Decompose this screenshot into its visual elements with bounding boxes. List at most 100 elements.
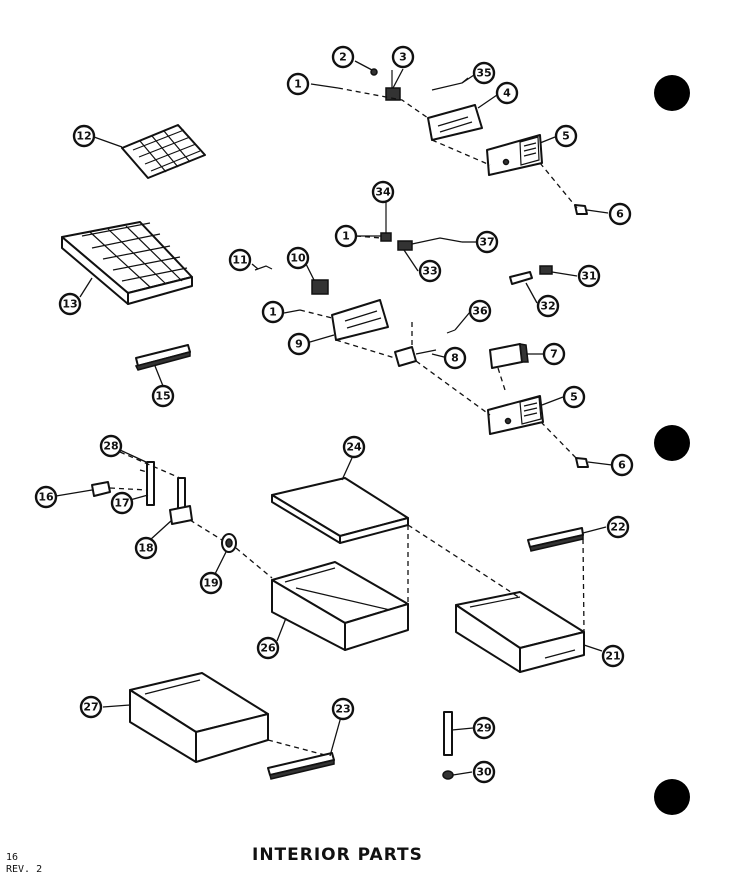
page-title: INTERIOR PARTS — [252, 845, 423, 865]
callout-label: 22 — [610, 521, 625, 534]
callout-label: 34 — [375, 186, 391, 199]
callout: 4 — [495, 81, 519, 105]
slide-18-part — [169, 505, 193, 525]
rail-22-part — [527, 527, 584, 552]
callout-label: 30 — [476, 766, 492, 779]
bracket-34-part — [380, 200, 392, 242]
callout-label: 6 — [616, 208, 624, 221]
callout-label: 16 — [38, 491, 54, 504]
bracket-17-part — [146, 461, 155, 506]
callout: 5 — [562, 385, 586, 409]
callout-label: 24 — [346, 441, 362, 454]
drawer-27-part — [129, 672, 269, 763]
callout: 5 — [554, 124, 578, 148]
ice-tray-part — [121, 124, 206, 179]
callout: 31 — [577, 264, 601, 288]
callout: 35 — [472, 61, 496, 85]
wire-35-part — [431, 77, 469, 91]
callout: 26 — [256, 636, 280, 660]
callout: 33 — [418, 259, 442, 283]
callout: 13 — [58, 292, 82, 316]
callout-label: 31 — [581, 270, 596, 283]
callout: 23 — [331, 697, 355, 721]
callout-label: 12 — [76, 130, 91, 143]
crisper-drawer-26-part — [271, 561, 409, 651]
callout: 16 — [34, 485, 58, 509]
page-number: 16 REV. 2 — [6, 852, 42, 876]
switch-3-part — [385, 70, 401, 101]
callout: 22 — [606, 515, 630, 539]
assembly-lines — [109, 87, 585, 756]
callout: 32 — [536, 294, 560, 318]
callout: 9 — [287, 332, 311, 356]
freezer-shelf-part — [61, 221, 193, 305]
callout-label: 5 — [562, 130, 570, 143]
callout-label: 2 — [339, 51, 347, 64]
knob-6-top-part — [574, 204, 588, 215]
callout-label: 19 — [203, 577, 218, 590]
callout-label: 1 — [294, 78, 302, 91]
callout-label: 33 — [422, 265, 437, 278]
callout-label: 13 — [62, 298, 77, 311]
callout-label: 36 — [472, 305, 488, 318]
callout: 28 — [99, 434, 123, 458]
callout: 8 — [443, 346, 467, 370]
control-7-part — [489, 343, 529, 369]
callout: 3 — [391, 45, 415, 69]
cover-5-top-part — [486, 134, 543, 176]
callout: 7 — [542, 342, 566, 366]
housing-9-part — [331, 299, 389, 341]
page-number-value: 16 — [6, 852, 19, 863]
callout-label: 7 — [550, 348, 558, 361]
callout: 1 — [286, 72, 310, 96]
callout: 6 — [610, 453, 634, 477]
callout-label: 27 — [83, 701, 98, 714]
callout-label: 18 — [138, 542, 153, 555]
callout-label: 28 — [103, 440, 118, 453]
clip-11-part — [254, 265, 273, 271]
housing-4-part — [427, 104, 483, 141]
post-29-part — [443, 711, 453, 756]
part-32 — [509, 271, 533, 285]
callout-label: 4 — [503, 87, 511, 100]
callout-label: 32 — [540, 300, 555, 313]
callout-label: 8 — [451, 352, 459, 365]
roller-19-part — [221, 533, 237, 553]
callout: 29 — [472, 716, 496, 740]
callout: 21 — [601, 644, 625, 668]
binder-punch-holes — [654, 75, 690, 815]
wire-37-part — [411, 237, 463, 245]
callout-label: 1 — [269, 306, 277, 319]
callout: 19 — [199, 571, 223, 595]
callout-label: 5 — [570, 391, 578, 404]
callout: 2 — [331, 45, 355, 69]
callout: 24 — [342, 435, 366, 459]
callout-label: 15 — [155, 390, 170, 403]
callout: 1 — [334, 224, 358, 248]
callout: 10 — [286, 246, 310, 270]
connector-33-part — [397, 240, 413, 251]
callout: 6 — [608, 202, 632, 226]
callout-label: 6 — [618, 459, 626, 472]
callout-label: 1 — [342, 230, 350, 243]
callout: 11 — [228, 248, 252, 272]
thermostat-8-part — [394, 346, 437, 367]
callout-label: 17 — [114, 497, 129, 510]
callout-label: 10 — [290, 252, 306, 265]
callout: 27 — [79, 695, 103, 719]
screw-2-part — [370, 68, 378, 76]
callout: 17 — [110, 491, 134, 515]
callout: 15 — [151, 384, 175, 408]
clip-16-part — [91, 481, 111, 497]
callout: 30 — [472, 760, 496, 784]
rail-15-part — [134, 344, 191, 371]
cover-5-middle-part — [487, 395, 544, 435]
socket-10-part — [311, 279, 329, 295]
callout: 18 — [134, 536, 158, 560]
knob-6-bottom-part — [575, 457, 589, 468]
foot-30-part — [442, 770, 454, 780]
crisper-cover-24-part — [271, 477, 409, 544]
callout-label: 3 — [399, 51, 407, 64]
screw-36-part — [446, 329, 456, 334]
